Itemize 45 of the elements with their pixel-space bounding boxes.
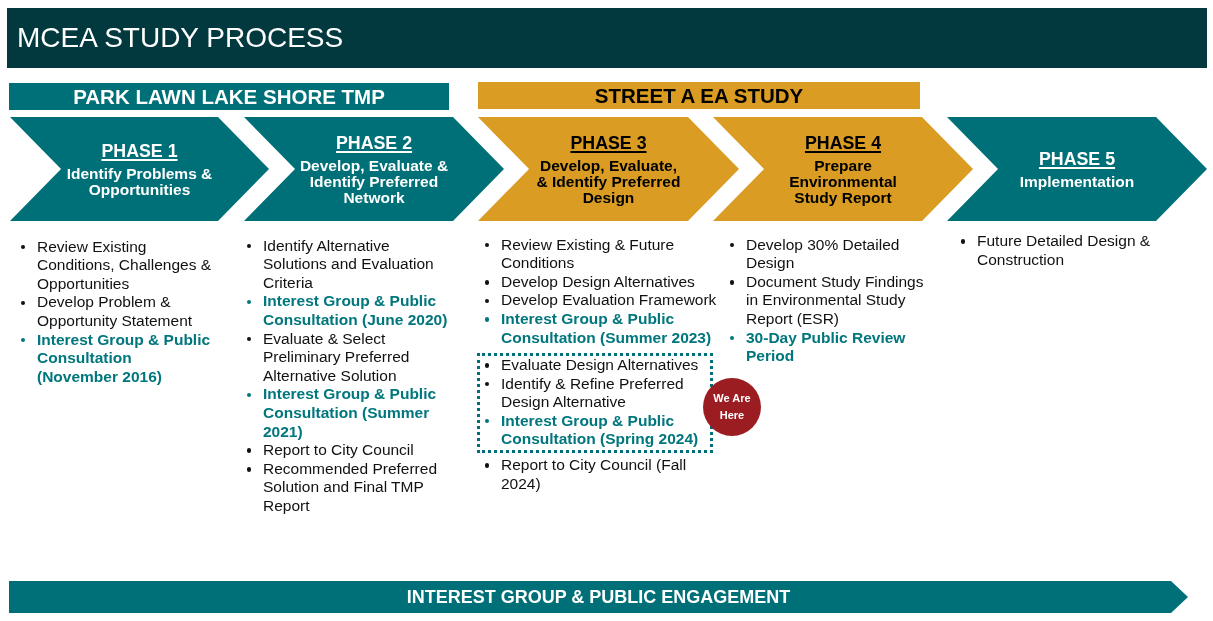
list-item: Report to City Council (Fall 2024) xyxy=(483,456,719,494)
chevron-step xyxy=(478,117,739,221)
list-item: Review Existing Conditions, Challenges & Opportunities xyxy=(19,237,214,294)
list-item: Identify & Refine Preferred Design Alternative xyxy=(483,374,702,412)
banner-label: STREET A EA STUDY xyxy=(594,83,804,108)
section-banner xyxy=(478,82,920,109)
section-banner xyxy=(9,83,449,110)
list-item: Interest Group & Public Consultation (November 2016) xyxy=(19,330,214,387)
list-item: Review Existing & Future Conditions xyxy=(483,235,719,273)
list-item: Develop Problem & Opportunity Statement xyxy=(19,293,214,331)
list-item: Evaluate Design Alternatives xyxy=(483,356,699,375)
phase-title: Develop, Evaluate & Identify Preferred Network xyxy=(298,157,450,206)
phase-title: Prepare Environmental Study Report xyxy=(788,157,898,206)
list-item: Identify Alternative Solutions and Evaluation Criteria xyxy=(245,236,451,293)
chevron-step xyxy=(10,117,269,221)
phase-heading: PHASE 3 xyxy=(570,132,647,153)
banner-label: INTEREST GROUP & PUBLIC ENGAGEMENT xyxy=(406,586,791,608)
phase-heading: PHASE 1 xyxy=(101,140,178,161)
list-item: Interest Group & Public Consultation (Summer 2021) xyxy=(245,385,451,442)
arrow-banner xyxy=(9,581,1188,613)
chevron-step xyxy=(947,117,1207,221)
list-item: Evaluate & Select Preliminary Preferred Alternative Solution xyxy=(245,329,451,386)
list-item: Interest Group & Public Consultation (Summer 2023) xyxy=(483,310,719,348)
phase-title: Identify Problems & Opportunities xyxy=(65,165,214,198)
list-item: Future Detailed Design & Construction xyxy=(959,232,1167,270)
list-item: Interest Group & Public Consultation (Spring 2024) xyxy=(483,411,702,449)
title-text: MCEA STUDY PROCESS xyxy=(17,21,344,55)
banner-label: PARK LAWN LAKE SHORE TMP xyxy=(73,84,385,109)
list-item: Document Study Findings in Environmental Study Report (ESR) xyxy=(728,272,936,329)
phase-heading: PHASE 5 xyxy=(1038,148,1116,169)
chevron-step xyxy=(713,117,973,221)
marker-label: We Are Here xyxy=(712,391,752,423)
here-marker xyxy=(703,378,761,436)
phase-title: Develop, Evaluate, & Identify Preferred Design xyxy=(535,157,682,206)
phase-heading: PHASE 2 xyxy=(335,132,413,153)
list-item: Develop Evaluation Framework xyxy=(483,291,717,311)
list-item: Recommended Preferred Solution and Final TMP Report xyxy=(245,459,451,516)
list-item: Report to City Council xyxy=(245,441,414,460)
chevron-step xyxy=(244,117,504,221)
phase-heading: PHASE 4 xyxy=(804,132,882,153)
phase-title: Implementation xyxy=(1019,173,1135,190)
list-item: 30-Day Public Review Period xyxy=(728,328,936,366)
list-item: Develop Design Alternatives xyxy=(483,272,695,292)
list-item: Develop 30% Detailed Design xyxy=(728,235,936,273)
list-item: Interest Group & Public Consultation (June 2020) xyxy=(245,292,451,330)
